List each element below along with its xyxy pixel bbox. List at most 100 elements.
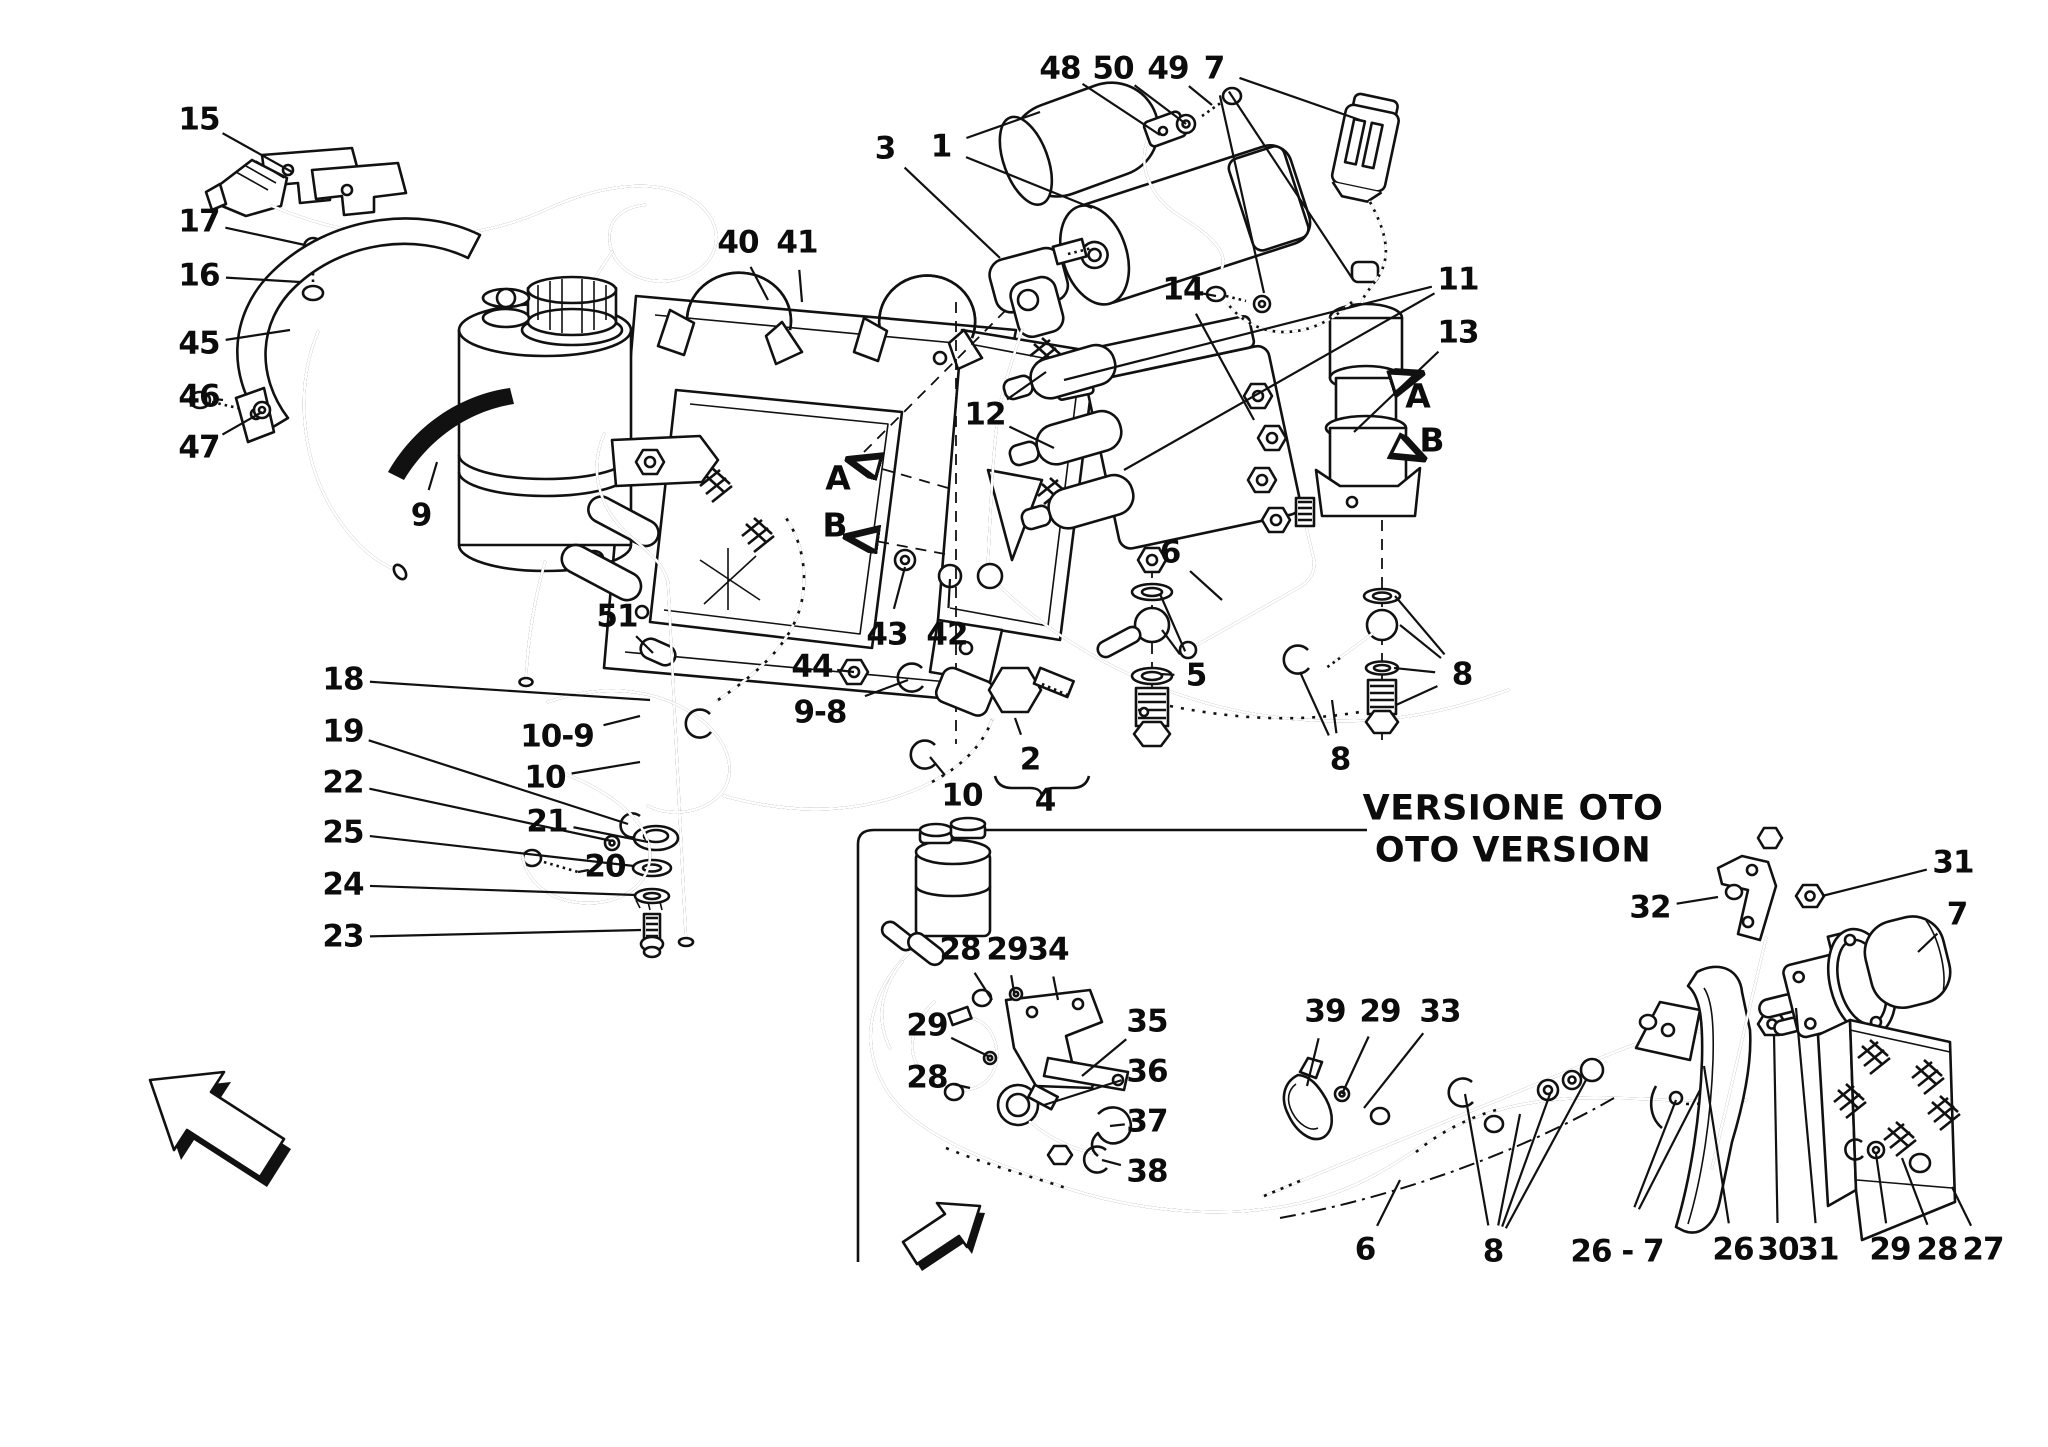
banjo-union-8 [1325, 587, 1402, 735]
callout-42-24: 42 [926, 616, 968, 653]
callout-38-49: 38 [1126, 1153, 1168, 1190]
callout-10-16: 10 [524, 759, 566, 796]
direction-arrow-oto [901, 1201, 985, 1271]
callout-34-43: 34 [1027, 931, 1069, 968]
callout-2-37: 2 [1019, 741, 1042, 778]
leader-lines [213, 76, 1973, 1229]
callout-14-32: 14 [1162, 271, 1204, 308]
return-hoses-10 [520, 516, 994, 905]
callout-9-6: 9 [410, 497, 433, 534]
callout-44-22: 44 [791, 648, 833, 685]
callout-28-45: 28 [906, 1059, 948, 1096]
electrical-connector [1226, 92, 1400, 334]
oto-reservoir [880, 816, 992, 967]
callout-7-31: 7 [1203, 50, 1226, 87]
callout-19-8: 19 [322, 713, 364, 750]
callout-43-23: 43 [866, 616, 908, 653]
callout-22-9: 22 [322, 764, 364, 801]
mounting-plate-assembly [602, 294, 1098, 702]
left-hoses [302, 330, 547, 688]
pipe-clamp-brackets [656, 271, 984, 371]
oto-hook-39 [1282, 1056, 1391, 1141]
elbow-fitting-3 [976, 237, 1093, 590]
callout-41-20: 41 [776, 224, 818, 261]
callout-29-44: 29 [906, 1007, 948, 1044]
heading-oto-version: OTO VERSION [1374, 830, 1652, 871]
reservoir-studs [560, 434, 720, 602]
callout-6-53: 6 [1354, 1231, 1377, 1268]
reservoir [457, 275, 633, 573]
oto-fasteners-8 [1447, 1057, 1605, 1134]
callout-26-56: 26 [1712, 1231, 1754, 1268]
callout-21-13: 21 [526, 803, 568, 840]
callout-20-14: 20 [584, 848, 626, 885]
callout-26-7-55: 26 - 7 [1570, 1233, 1664, 1270]
callout-33-52: 33 [1419, 993, 1461, 1030]
callout-27-61: 27 [1962, 1231, 2004, 1268]
oto-pump [1758, 915, 1952, 1039]
callout-16-2: 16 [178, 257, 220, 294]
callout-32-62: 32 [1629, 889, 1671, 926]
filter-sleeve [998, 81, 1160, 206]
callout-8-40: 8 [1451, 656, 1474, 693]
banjo-union-5 [1096, 582, 1174, 748]
grommet-stack [521, 812, 680, 959]
callout-13-34: 13 [1437, 314, 1479, 351]
callout-6-36: 6 [1159, 534, 1182, 571]
callout-25-10: 25 [322, 814, 364, 851]
callout-5-35: 5 [1185, 657, 1208, 694]
oto-bracket-32 [1716, 826, 1784, 942]
oto-sensor-36 [996, 1083, 1100, 1156]
oto-small-hose [880, 960, 999, 1092]
callout-17-1: 17 [178, 203, 220, 240]
callout-28-41: 28 [939, 931, 981, 968]
callout-9-8-18: 9-8 [793, 694, 847, 731]
callout-46-4: 46 [178, 378, 220, 415]
callout-29-59: 29 [1869, 1231, 1911, 1268]
rigid-pipe-6 [1178, 496, 1316, 660]
callout-3-26: 3 [874, 130, 897, 167]
oto-pedal-bracket [1649, 965, 1752, 1234]
pressure-switch-2 [934, 666, 1091, 798]
heading-versione-oto: VERSIONE OTO [1362, 788, 1664, 829]
drain-tube-18 [595, 432, 695, 948]
callout-31-63: 31 [1932, 844, 1974, 881]
callout-50-29: 50 [1092, 50, 1134, 87]
callout-36-47: 36 [1126, 1053, 1168, 1090]
oto-bracket-34 [943, 986, 1130, 1102]
callout-40-19: 40 [717, 224, 759, 261]
callout-7-64: 7 [1946, 896, 1969, 933]
callout-28-60: 28 [1916, 1231, 1958, 1268]
callout-4-38: 4 [1034, 782, 1057, 819]
view-letter-A-plate: A [825, 458, 851, 498]
view-letter-A-pump: A [1405, 376, 1431, 416]
view-letter-B-pump: B [1419, 420, 1445, 460]
oto-clamps [1046, 1106, 1133, 1174]
callout-29-42: 29 [986, 931, 1028, 968]
callout-35-46: 35 [1126, 1003, 1168, 1040]
callout-23-12: 23 [322, 918, 364, 955]
reservoir-strap [188, 217, 482, 444]
callout-29-51: 29 [1359, 993, 1401, 1030]
callout-24-11: 24 [322, 866, 364, 903]
callout-37-48: 37 [1126, 1103, 1168, 1140]
callout-51-21: 51 [596, 598, 638, 635]
callout-39-50: 39 [1304, 993, 1346, 1030]
view-arrows-plate [848, 460, 949, 555]
callout-8-54: 8 [1482, 1233, 1505, 1270]
callout-18-7: 18 [322, 661, 364, 698]
callout-15-0: 15 [178, 101, 220, 138]
callout-30-57: 30 [1757, 1231, 1799, 1268]
oto-shield-27 [1816, 1018, 1962, 1242]
callout-12-25: 12 [964, 396, 1006, 433]
oto-section-divider [856, 828, 1367, 1262]
callout-48-28: 48 [1039, 50, 1081, 87]
callout-31-58: 31 [1797, 1231, 1839, 1268]
anti-vibration-band [388, 388, 514, 480]
direction-arrow-main [148, 1070, 291, 1187]
callout-49-30: 49 [1147, 50, 1189, 87]
callout-10-9-15: 10-9 [520, 718, 595, 755]
callout-45-3: 45 [178, 325, 220, 362]
